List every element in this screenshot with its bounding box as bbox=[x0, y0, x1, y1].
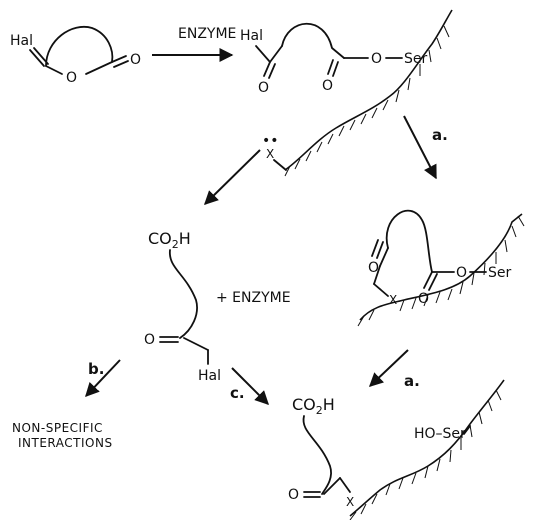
released-hal-label: Hal bbox=[198, 368, 221, 384]
enzyme-arrow-label: ENZYME bbox=[178, 26, 236, 42]
final-alkylated-enzyme: CO2H O X HO–Ser bbox=[288, 395, 466, 509]
hydrolysis-arrow bbox=[204, 149, 261, 205]
reactant-hal-label: Hal bbox=[10, 33, 33, 49]
nucleophile-lone-pair: •• bbox=[262, 133, 279, 149]
step-c-arrow: c. bbox=[230, 367, 269, 405]
step-c-label: c. bbox=[230, 384, 245, 402]
alkylated-ester-oxygen: O bbox=[418, 291, 429, 307]
final-acid-group: CO2H bbox=[292, 395, 335, 417]
final-x-label: X bbox=[346, 495, 355, 509]
final-hoser-label: HO–Ser bbox=[414, 426, 466, 442]
alkylated-link-oxygen: O bbox=[456, 265, 467, 281]
acyl-enzyme-serine-label: Ser bbox=[404, 51, 428, 67]
acyl-enzyme-link-oxygen: O bbox=[371, 51, 382, 67]
nonspecific-line-1: NON-SPECIFIC bbox=[12, 421, 103, 435]
nucleophile-x-label: X bbox=[266, 147, 275, 161]
alkylated-ketone-oxygen: O bbox=[368, 260, 379, 276]
halo-enol-lactone: Hal O O bbox=[10, 25, 141, 86]
step-a2-arrow: a. bbox=[368, 349, 420, 390]
step-b-arrow: b. bbox=[85, 359, 121, 398]
acyl-enzyme-hal-label: Hal bbox=[240, 28, 263, 44]
step-a-arrow: a. bbox=[403, 115, 448, 180]
reactant-carbonyl-oxygen: O bbox=[130, 52, 141, 68]
step-a2-label: a. bbox=[404, 372, 420, 390]
alkylated-x-label: X bbox=[389, 293, 398, 307]
plus-enzyme-label: + ENZYME bbox=[216, 290, 291, 306]
final-ketone-oxygen: O bbox=[288, 487, 299, 503]
enzyme-surface-top: •• X bbox=[262, 9, 453, 177]
alkylated-serine-label: Ser bbox=[488, 265, 512, 281]
acyl-enzyme-ester-oxygen: O bbox=[322, 78, 333, 94]
nonspecific-interactions: NON-SPECIFIC INTERACTIONS bbox=[12, 421, 113, 450]
nonspecific-line-2: INTERACTIONS bbox=[18, 436, 113, 450]
enzyme-surface-middle bbox=[357, 213, 525, 327]
alkylated-acyl-enzyme: O X O O Ser bbox=[368, 209, 512, 307]
acyl-enzyme-ketone-oxygen: O bbox=[258, 80, 269, 96]
released-acid-group: CO2H bbox=[148, 229, 191, 251]
released-keto-acid: CO2H O Hal + ENZYME bbox=[144, 229, 291, 384]
step-b-label: b. bbox=[88, 360, 104, 378]
enzyme-surface-bottom bbox=[349, 379, 505, 520]
step-a-label: a. bbox=[432, 126, 448, 144]
released-ketone-oxygen: O bbox=[144, 332, 155, 348]
enzyme-arrow: ENZYME bbox=[152, 26, 236, 62]
acyl-enzyme-intermediate: Hal O O O Ser bbox=[240, 22, 428, 96]
reactant-ring-oxygen: O bbox=[66, 70, 77, 86]
